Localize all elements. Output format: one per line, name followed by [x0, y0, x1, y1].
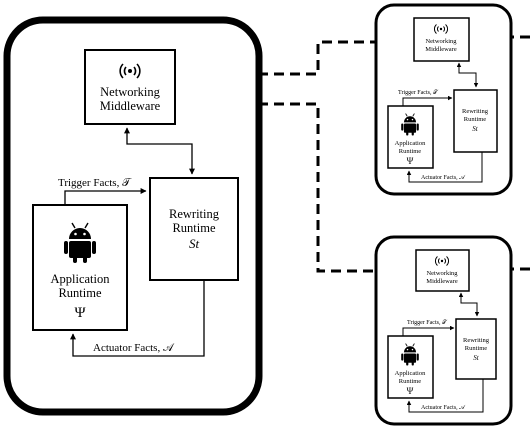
main-middleware-label-2: Middleware	[100, 99, 161, 113]
remote-bottom-actuator-label: Actuator Facts, 𝒜	[421, 404, 466, 411]
main-middleware-box	[84, 49, 176, 125]
remote-bottom-application-symbol: Ψ	[407, 386, 414, 396]
main-rewriting-label-2: Runtime	[172, 221, 216, 235]
remote-top-actuator-label: Actuator Facts, 𝒜	[421, 174, 466, 181]
main-arrow-trigger	[64, 188, 147, 205]
main-application-symbol: Ψ	[74, 305, 86, 321]
remote-top-arrow-trigger	[402, 95, 453, 106]
remote-bottom-middleware-box	[415, 249, 470, 292]
main-rewriting-box	[149, 177, 239, 281]
main-trigger-label: Trigger Facts, 𝒯	[58, 177, 132, 189]
main-arrow-middleware-rewriting	[124, 127, 195, 175]
android-robot-icon	[401, 343, 419, 366]
main-application-box	[32, 204, 128, 331]
remote-bottom-arrow-trigger	[402, 325, 455, 336]
remote-top-middleware-box	[413, 17, 470, 62]
main-arrow-actuator	[70, 280, 205, 357]
remote-device-top: Networking Middleware Rewriting Runtime …	[374, 3, 513, 196]
main-middleware-label-1: Networking	[100, 85, 160, 99]
android-robot-icon	[64, 222, 96, 263]
remote-bottom-middleware-label-1: Networking	[426, 270, 458, 277]
remote-top-arrow-middleware-rewriting	[456, 62, 479, 88]
main-rewriting-symbol: St	[189, 236, 200, 251]
remote-bottom-rewriting-label-2: Runtime	[465, 345, 488, 352]
main-application-label-2: Runtime	[58, 286, 102, 300]
remote-top-rewriting-label-2: Runtime	[464, 116, 487, 123]
remote-top-middleware-label-1: Networking	[425, 38, 457, 45]
remote-bottom-rewriting-label-1: Rewriting	[463, 337, 490, 344]
remote-bottom-arrow-actuator	[406, 379, 484, 413]
main-actuator-label: Actuator Facts, 𝒜	[93, 342, 175, 354]
main-device: Networking Middleware Rewriting Runtime …	[3, 16, 263, 416]
wifi-broadcast-icon	[435, 256, 449, 266]
remote-device-bottom: Networking Middleware Rewriting Runtime …	[374, 235, 513, 426]
wifi-broadcast-icon	[119, 63, 141, 79]
remote-bottom-trigger-label: Trigger Facts, 𝒯	[407, 319, 448, 326]
remote-top-rewriting-label-1: Rewriting	[462, 108, 489, 115]
main-application-label-1: Application	[50, 272, 110, 286]
remote-bottom-application-label-2: Runtime	[399, 378, 422, 385]
remote-bottom-rewriting-box	[455, 318, 497, 380]
remote-top-application-label-2: Runtime	[399, 148, 422, 155]
remote-bottom-arrow-middleware-rewriting	[458, 292, 480, 317]
remote-top-application-label-1: Application	[395, 140, 426, 147]
remote-top-application-symbol: Ψ	[407, 156, 414, 166]
remote-bottom-application-label-1: Application	[395, 370, 426, 377]
remote-top-trigger-label: Trigger Facts, 𝒯	[398, 89, 439, 96]
remote-top-rewriting-symbol: St	[472, 125, 479, 133]
main-rewriting-label-1: Rewriting	[169, 207, 220, 221]
android-robot-icon	[401, 113, 419, 136]
remote-top-middleware-label-2: Middleware	[425, 46, 457, 53]
wifi-broadcast-icon	[434, 24, 448, 34]
remote-top-arrow-actuator	[406, 152, 483, 183]
remote-bottom-middleware-label-2: Middleware	[426, 278, 458, 285]
remote-top-rewriting-box	[453, 89, 498, 153]
remote-bottom-rewriting-symbol: St	[473, 354, 480, 362]
